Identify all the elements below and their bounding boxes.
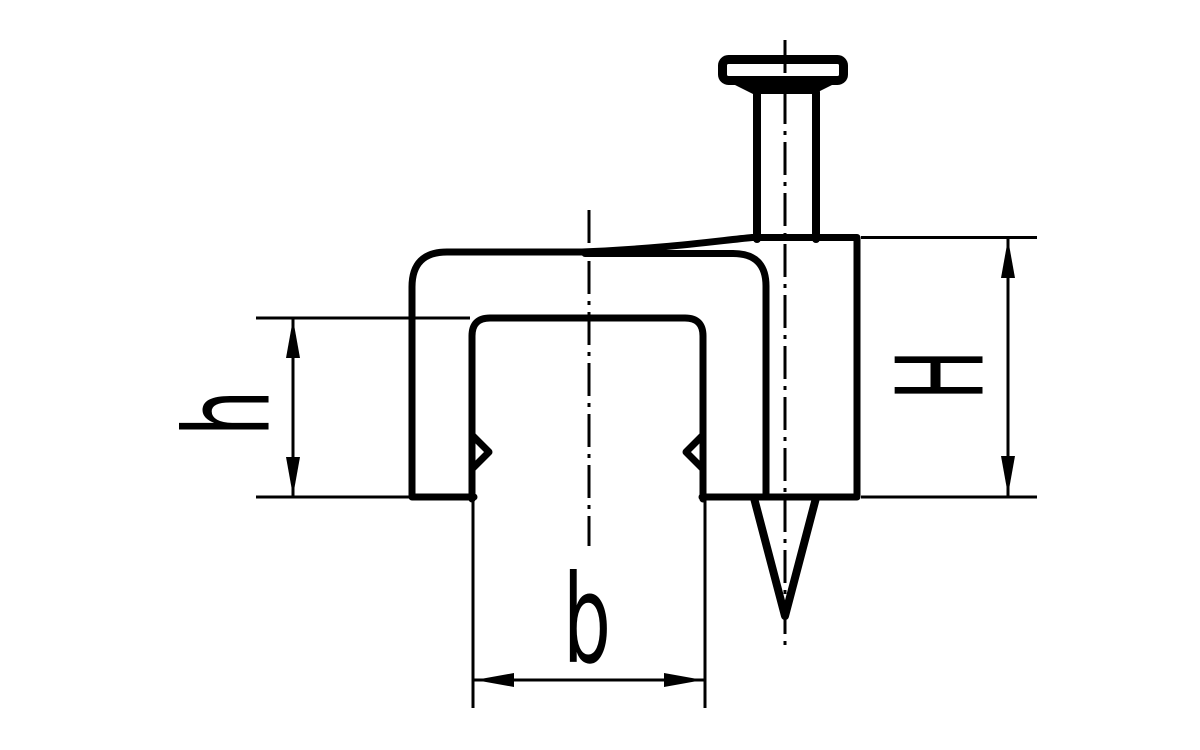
clip-inner-bridge [581, 250, 770, 499]
dim-h-arrow-down [286, 457, 300, 496]
dim-b-arrow-right [664, 673, 703, 687]
clip-body [408, 234, 861, 503]
dim-b-label: b [563, 549, 611, 691]
nail [718, 55, 848, 620]
dimension-H: H [861, 236, 1037, 499]
barb-left [468, 431, 493, 473]
centerlines [587, 40, 787, 648]
dim-h-label: h [160, 390, 297, 436]
dim-H-arrow-up [1001, 239, 1015, 278]
dimension-b: b [471, 500, 707, 708]
dim-H-arrow-down [1001, 456, 1015, 495]
barb-right [682, 431, 707, 473]
dim-h-arrow-up [286, 319, 300, 358]
dim-b-arrow-left [475, 673, 514, 687]
dimension-h: h [160, 316, 470, 499]
dim-H-label: H [871, 350, 1010, 401]
